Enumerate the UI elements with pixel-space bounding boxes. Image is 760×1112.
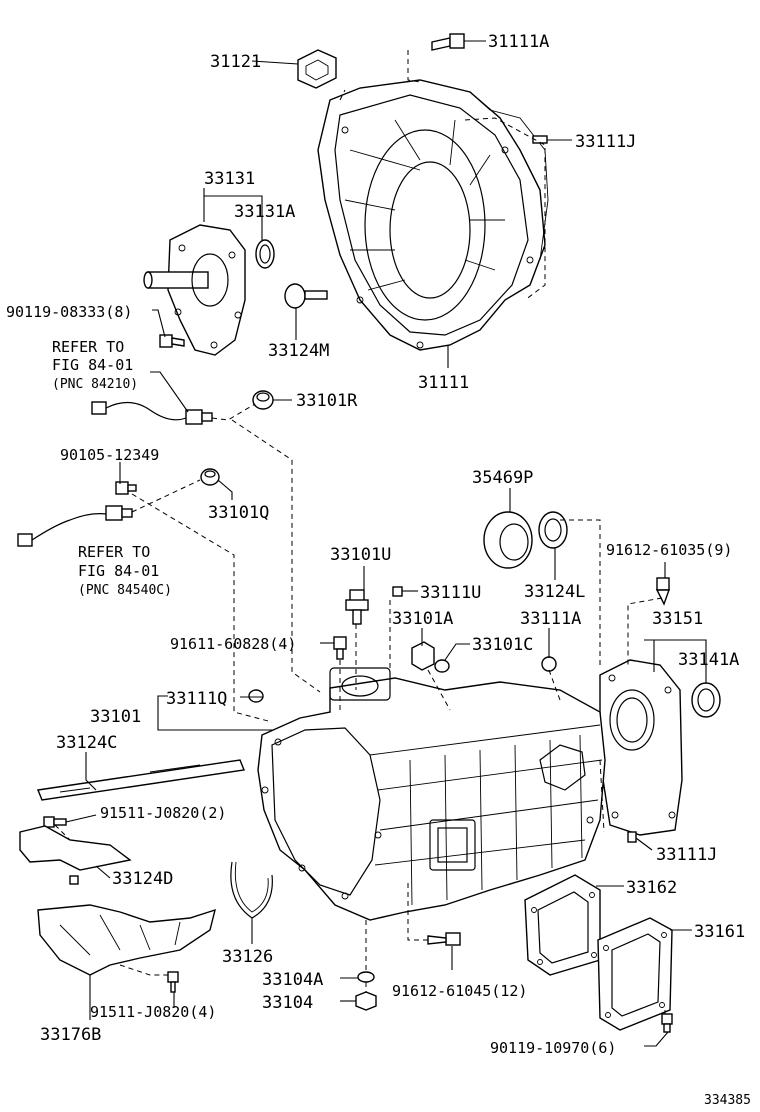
part-33101R-plug [252, 390, 274, 410]
part-33131A-seal [255, 239, 275, 269]
part-33124L-seal [538, 511, 568, 549]
label-33161: 33161 [694, 922, 745, 942]
label-90119-08333: 90119-08333(8) [6, 303, 132, 321]
part-33131-retainer [143, 224, 246, 356]
part-33111U-pin [392, 586, 403, 597]
label-90119-10970: 90119-10970(6) [490, 1039, 616, 1057]
label-31111A: 31111A [488, 32, 549, 52]
part-33101C-gasket [434, 659, 450, 673]
label-33151: 33151 [652, 609, 703, 629]
part-90119-08333-bolt [159, 334, 185, 348]
label-33111U: 33111U [420, 583, 481, 603]
part-33151-extension-housing [599, 659, 683, 836]
part-33124D-bracket [19, 825, 132, 885]
part-33104-drain-plug [355, 991, 377, 1011]
label-33104: 33104 [262, 993, 313, 1013]
refer-note-2-line1: REFER TO [78, 543, 150, 561]
label-91612-61045: 91612-61045(12) [392, 982, 527, 1000]
part-31121-drawing [297, 49, 337, 89]
refer-note-1-line2: FIG 84-01 [52, 356, 133, 374]
leader-lines [54, 40, 707, 1047]
label-33131: 33131 [204, 169, 255, 189]
label-33124M: 33124M [268, 341, 329, 361]
part-91611-60828-bolt [333, 636, 347, 660]
part-33176B-cover [37, 904, 216, 976]
label-91511-J0820-4: 91511-J0820(4) [90, 1003, 216, 1021]
label-33101R: 33101R [296, 391, 358, 411]
label-33176B: 33176B [40, 1025, 101, 1045]
neutral-switch-harness [17, 505, 133, 547]
part-33104A-washer [357, 971, 375, 983]
part-33101A-plug [411, 641, 435, 671]
label-33104A: 33104A [262, 970, 323, 990]
label-33162: 33162 [626, 878, 677, 898]
label-33111A: 33111A [520, 609, 581, 629]
part-91511-J0820-4-bolt [167, 971, 179, 993]
label-33126: 33126 [222, 947, 273, 967]
label-91511-J0820-2: 91511-J0820(2) [100, 804, 226, 822]
label-33101C: 33101C [472, 635, 533, 655]
label-33101Q: 33101Q [208, 503, 269, 523]
part-33101-transmission-case [257, 667, 606, 921]
label-91612-61035: 91612-61035(9) [606, 541, 732, 559]
label-33101: 33101 [90, 707, 141, 727]
label-91611-60828: 91611-60828(4) [170, 635, 296, 653]
label-33124D: 33124D [112, 869, 173, 889]
refer-note-1-line1: REFER TO [52, 338, 124, 356]
label-33124C: 33124C [56, 733, 117, 753]
part-90105-12349-bolt [115, 481, 137, 495]
figure-number: 334385 [704, 1093, 751, 1108]
part-33162-gasket [524, 874, 601, 976]
refer-note-2-line2: FIG 84-01 [78, 562, 159, 580]
part-33161-cover [597, 917, 673, 1031]
label-90105-12349: 90105-12349 [60, 446, 159, 464]
refer-note-1-line3: (PNC 84210) [52, 377, 138, 392]
part-33101Q-plug [200, 468, 220, 486]
part-33111Q-plug [248, 689, 264, 703]
part-90119-10970-bolt [661, 1013, 673, 1033]
part-33124C-plate [37, 759, 245, 801]
label-31111: 31111 [418, 373, 469, 393]
part-33141A-seal [691, 682, 721, 718]
label-35469P: 35469P [472, 468, 533, 488]
refer-note-2-line3: (PNC 84540C) [78, 583, 172, 598]
label-33111J-top: 33111J [575, 132, 636, 152]
label-33111Q: 33111Q [166, 689, 227, 709]
label-33124L: 33124L [524, 582, 585, 602]
part-91612-61035-bolt [655, 577, 670, 606]
part-labels: 31121 31111A 33111J 33131 33131A 90119-0… [6, 32, 751, 1108]
part-31111-bell-housing [317, 79, 549, 351]
part-35469P-ring [483, 511, 533, 569]
label-33101A: 33101A [392, 609, 453, 629]
part-33111J-bottom-pin [627, 831, 637, 843]
label-31121: 31121 [210, 52, 261, 72]
part-33126-snap-ring [230, 861, 273, 919]
part-33101U-breather [345, 589, 369, 625]
label-33101U: 33101U [330, 545, 391, 565]
part-33124M-lever [284, 283, 328, 309]
label-33111J-bottom: 33111J [656, 845, 717, 865]
label-33131A: 33131A [234, 202, 295, 222]
part-31111A-bolt [431, 33, 465, 51]
part-91612-61045-bolt [427, 932, 461, 946]
part-33111A-pin [541, 656, 557, 672]
label-33141A: 33141A [678, 650, 739, 670]
back-up-light-switch-harness [91, 401, 213, 425]
